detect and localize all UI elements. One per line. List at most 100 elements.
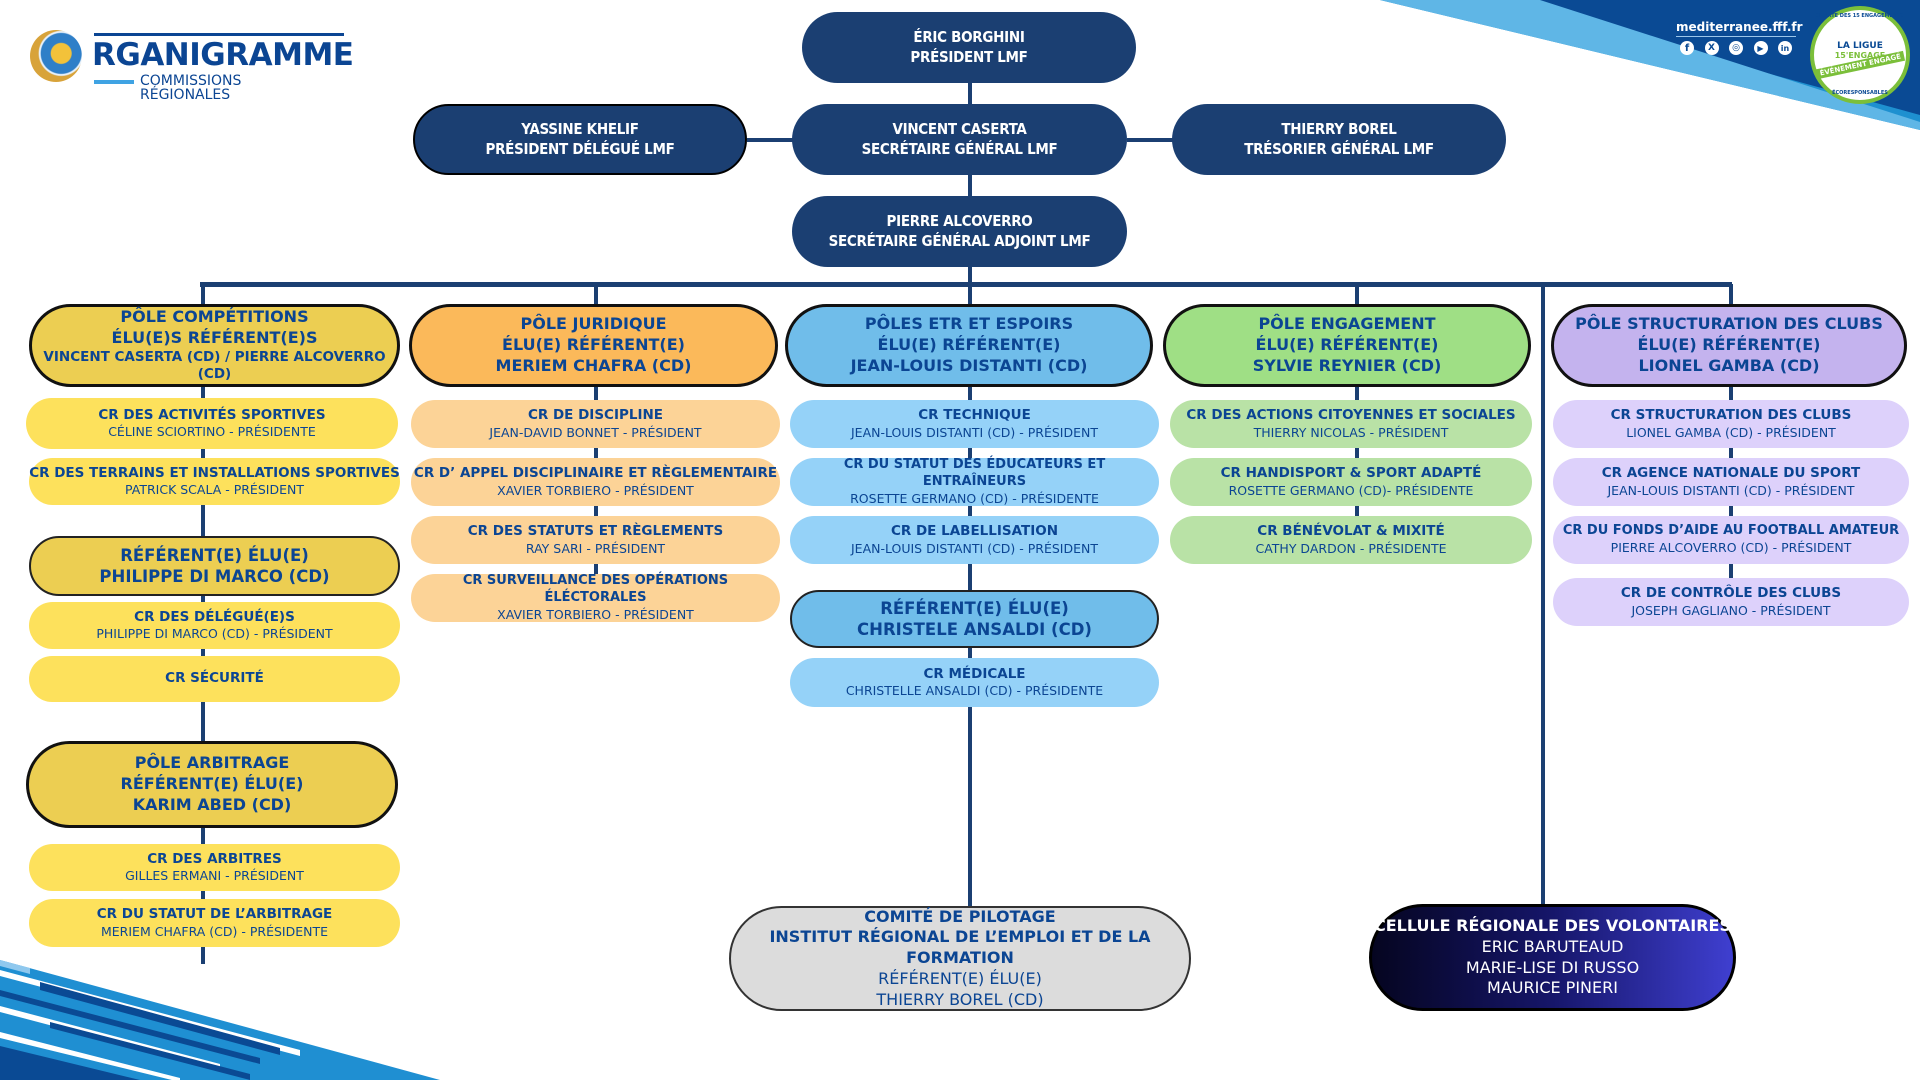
commission-box: CR AGENCE NATIONALE DU SPORT JEAN-LOUIS … [1553,458,1909,506]
commission-name: CR DES ARBITRES [147,850,282,867]
commission-president: ROSETTE GERMANO (CD)- PRÉSIDENTE [1228,482,1474,498]
commission-name: CR BÉNÉVOLAT & MIXITÉ [1257,523,1445,540]
logo: RGANIGRAMME COMMISSIONS RÉGIONALES [30,30,354,102]
commission-box: CR DU STATUT DE L’ARBITRAGE MERIEM CHAFR… [29,899,400,947]
commission-name: CR SURVEILLANCE DES OPÉRATIONS ÉLÉCTORAL… [462,572,729,605]
connector-treasurer [1127,138,1173,142]
instagram-icon[interactable]: ◎ [1729,41,1743,55]
commission-president: JEAN-LOUIS DISTANTI (CD) - PRÉSIDENT [850,540,1099,556]
referent-name: PHILIPPE DI MARCO (CD) [99,567,330,586]
pole-referents: SYLVIE REYNIER (CD) [1252,355,1442,375]
website-block: mediterranee.fff.fr f X ◎ ▶ in [1676,20,1803,55]
comite-institute: INSTITUT RÉGIONAL DE L’EMPLOI ET DE LA F… [769,927,1151,968]
pole-label: ÉLU(E) RÉFÉRENT(E) [1637,335,1821,355]
commission-name: CR DES STATUTS ET RÈGLEMENTS [467,523,724,540]
comite-referent-name: THIERRY BOREL (CD) [876,989,1044,1009]
connector-deputy-down [968,267,972,907]
delegate-name: YASSINE KHELIF [521,120,639,138]
commission-president: THIERRY NICOLAS - PRÉSIDENT [1253,424,1449,440]
commission-box: CR SURVEILLANCE DES OPÉRATIONS ÉLÉCTORAL… [411,572,780,622]
commission-box: CR BÉNÉVOLAT & MIXITÉ CATHY DARDON - PRÉ… [1170,516,1532,564]
pole-title: PÔLE JURIDIQUE [520,314,667,334]
linkedin-icon[interactable]: in [1778,41,1792,55]
commission-box: CR DU FONDS D’AIDE AU FOOTBALL AMATEUR P… [1553,516,1909,564]
deputy-secretary-box: PIERRE ALCOVERRO SECRÉTAIRE GÉNÉRAL ADJO… [792,196,1127,267]
connector-delegate [747,138,793,142]
badge-center-line2: 15'ENGAGE [1834,50,1886,60]
commission-name: CR D’ APPEL DISCIPLINAIRE ET RÈGLEMENTAI… [413,465,778,482]
commission-box: CR DU STATUT DES ÉDUCATEURS ET ENTRAÎNEU… [790,456,1159,506]
youtube-icon[interactable]: ▶ [1753,41,1768,55]
connector-volontaires [1541,284,1545,906]
commission-box: CR DES STATUTS ET RÈGLEMENTS RAY SARI - … [411,516,780,564]
commission-name: CR DES ACTIVITÉS SPORTIVES [98,406,326,423]
commission-box: CR DE LABELLISATION JEAN-LOUIS DISTANTI … [790,516,1159,564]
commission-name: CR AGENCE NATIONALE DU SPORT [1601,465,1861,482]
pole-title: PÔLE ARBITRAGE [134,753,290,773]
pole-label: ÉLU(E) RÉFÉRENT(E) [877,335,1061,355]
pole-referents: VINCENT CASERTA (CD) / PIERRE ALCOVERRO … [43,348,386,383]
commission-box: CR DES ACTIVITÉS SPORTIVES CÉLINE SCIORT… [26,398,398,449]
commission-president: PIERRE ALCOVERRO (CD) - PRÉSIDENT [1610,540,1852,556]
commission-box: CR SÉCURITÉ [29,656,400,702]
deputy-secretary-role: SECRÉTAIRE GÉNÉRAL ADJOINT LMF [828,231,1091,250]
pole-referents: MERIEM CHAFRA (CD) [495,355,692,375]
pole-label: ÉLU(E) RÉFÉRENT(E) [1255,335,1439,355]
commission-president: JEAN-LOUIS DISTANTI (CD) - PRÉSIDENT [1607,482,1855,498]
president-name: ÉRIC BORGHINI [913,28,1025,46]
commission-president: CÉLINE SCIORTINO - PRÉSIDENTE [108,424,316,440]
title-rule [94,33,344,36]
commission-name: CR DU STATUT DES ÉDUCATEURS ET ENTRAÎNEU… [843,456,1106,489]
eco-badge: CHARTE DES 15 ENGAGEMENTS LA LIGUE 15'EN… [1810,6,1910,104]
cellule-member: MARIE-LISE DI RUSSO [1465,957,1640,977]
commission-name: CR SÉCURITÉ [165,670,264,687]
cellule-volontaires-box: CELLULE RÉGIONALE DES VOLONTAIRES ERIC B… [1369,904,1736,1011]
pole-title: PÔLE COMPÉTITIONS [120,307,309,327]
commission-president: PHILIPPE DI MARCO (CD) - PRÉSIDENT [96,626,333,642]
commission-box: CR HANDISPORT & SPORT ADAPTÉ ROSETTE GER… [1170,458,1532,506]
secretary-box: VINCENT CASERTA SECRÉTAIRE GÉNÉRAL LMF [792,104,1127,175]
commission-box: CR DE CONTRÔLE DES CLUBS JOSEPH GAGLIANO… [1553,578,1909,626]
referent-box: RÉFÉRENT(E) ÉLU(E) CHRISTELE ANSALDI (CD… [790,590,1159,648]
cellule-title: CELLULE RÉGIONALE DES VOLONTAIRES [1374,915,1731,935]
x-icon[interactable]: X [1704,41,1719,55]
top-right-banner [1380,0,1920,130]
commission-box: CR DES ACTIONS CITOYENNES ET SOCIALES TH… [1170,400,1532,448]
website-link[interactable]: mediterranee.fff.fr [1676,20,1803,37]
commission-name: CR STRUCTURATION DES CLUBS [1610,407,1852,424]
commission-box: CR DES TERRAINS ET INSTALLATIONS SPORTIV… [29,458,400,505]
commission-name: CR DES DÉLÉGUÉ(E)S [134,608,295,625]
commission-president: PATRICK SCALA - PRÉSIDENT [125,482,304,498]
badge-ring-top: CHARTE DES 15 ENGAGEMENTS [1815,13,1905,19]
pole-competitions: PÔLE COMPÉTITIONS ÉLU(E)S RÉFÉRENT(E)S V… [29,304,400,387]
commission-name: CR DE DISCIPLINE [527,407,664,424]
president-box: ÉRIC BORGHINI PRÉSIDENT LMF [802,12,1136,83]
badge-center-line1: LA LIGUE [1837,40,1883,51]
league-logo-emblem [30,30,82,82]
commission-president: CHRISTELLE ANSALDI (CD) - PRÉSIDENTE [845,683,1104,699]
commission-box: CR TECHNIQUE JEAN-LOUIS DISTANTI (CD) - … [790,400,1159,448]
pole-referents: JEAN-LOUIS DISTANTI (CD) [850,355,1088,375]
deputy-secretary-name: PIERRE ALCOVERRO [886,212,1033,230]
commission-name: CR HANDISPORT & SPORT ADAPTÉ [1220,465,1482,482]
bottom-left-stripes [0,960,440,1080]
comite-referent-label: RÉFÉRENT(E) ÉLU(E) [878,968,1042,988]
commission-name: CR MÉDICALE [923,665,1026,682]
secretary-name: VINCENT CASERTA [892,120,1027,138]
referent-name: CHRISTELE ANSALDI (CD) [857,620,1092,639]
referent-box: RÉFÉRENT(E) ÉLU(E) PHILIPPE DI MARCO (CD… [29,536,400,596]
commission-name: CR DE CONTRÔLE DES CLUBS [1620,585,1842,602]
commission-box: CR STRUCTURATION DES CLUBS LIONEL GAMBA … [1553,400,1909,448]
commission-name: CR DES TERRAINS ET INSTALLATIONS SPORTIV… [29,464,400,481]
facebook-icon[interactable]: f [1680,41,1694,55]
commission-president: ROSETTE GERMANO (CD) - PRÉSIDENTE [850,490,1099,506]
pole-juridique: PÔLE JURIDIQUE ÉLU(E) RÉFÉRENT(E) MERIEM… [409,304,778,387]
commission-president: XAVIER TORBIERO - PRÉSIDENT [497,606,694,622]
pole-referents: KARIM ABED (CD) [132,794,292,814]
pole-title: PÔLE STRUCTURATION DES CLUBS [1575,314,1883,334]
connector-horizontal-bus [200,282,1732,287]
commission-president: LIONEL GAMBA (CD) - PRÉSIDENT [1626,424,1836,440]
pole-label: ÉLU(E)S RÉFÉRENT(E)S [111,327,318,347]
pole-arbitrage: PÔLE ARBITRAGE RÉFÉRENT(E) ÉLU(E) KARIM … [26,741,398,828]
commission-name: CR DE LABELLISATION [890,523,1059,540]
